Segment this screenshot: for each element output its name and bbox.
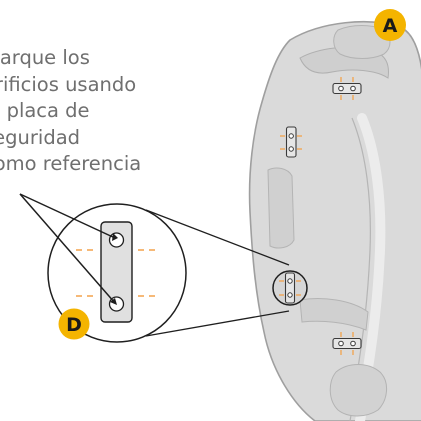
safety-plate-upper xyxy=(280,126,302,158)
badge-a-circle xyxy=(374,9,406,41)
plate-hole xyxy=(287,292,293,298)
wheel-guard-lower-rib xyxy=(299,298,369,331)
wheel-guard-top-boss xyxy=(333,25,391,59)
plate xyxy=(332,337,362,350)
pointer-lines xyxy=(19,193,118,305)
wheel-guard-bottom-boss xyxy=(329,364,387,417)
badge-d: D xyxy=(58,308,90,340)
plate-hole xyxy=(350,85,356,92)
wheel-guard xyxy=(248,20,421,421)
safety-plate-top xyxy=(332,77,362,100)
plate xyxy=(332,82,362,95)
safety-plate-bottom xyxy=(332,332,362,355)
wheel-guard-mid-rib xyxy=(267,167,295,249)
arrow-head xyxy=(112,233,118,241)
badge-d-label: D xyxy=(66,314,82,336)
badge-d-circle xyxy=(58,308,90,340)
instruction-line-5: como referencia xyxy=(0,152,142,175)
plate-hole xyxy=(288,133,294,139)
safety-plate-callout-source xyxy=(272,270,308,306)
plate-hole xyxy=(287,278,293,284)
plate-hole xyxy=(350,340,356,347)
zoom-connector-lines xyxy=(145,209,290,337)
plate-hole xyxy=(338,340,344,347)
instruction-line-3: la placa de xyxy=(0,99,90,122)
instruction-line-2: orificios usando xyxy=(0,72,137,96)
plate-hole xyxy=(288,146,294,152)
plate-hole-top xyxy=(108,232,125,248)
plate-hole xyxy=(338,85,344,92)
badge-a-label: A xyxy=(383,15,398,37)
magnified-plate-view xyxy=(47,203,187,343)
arrow-head xyxy=(110,298,117,305)
plate xyxy=(284,272,296,304)
instruction-line-4: seguridad xyxy=(0,125,81,149)
plate xyxy=(285,126,297,158)
instruction-text: Marque los orificios usando la placa de … xyxy=(0,45,141,178)
badge-a: A xyxy=(374,9,406,41)
instruction-line-1: Marque los xyxy=(0,46,90,69)
magnified-plate xyxy=(100,221,133,323)
